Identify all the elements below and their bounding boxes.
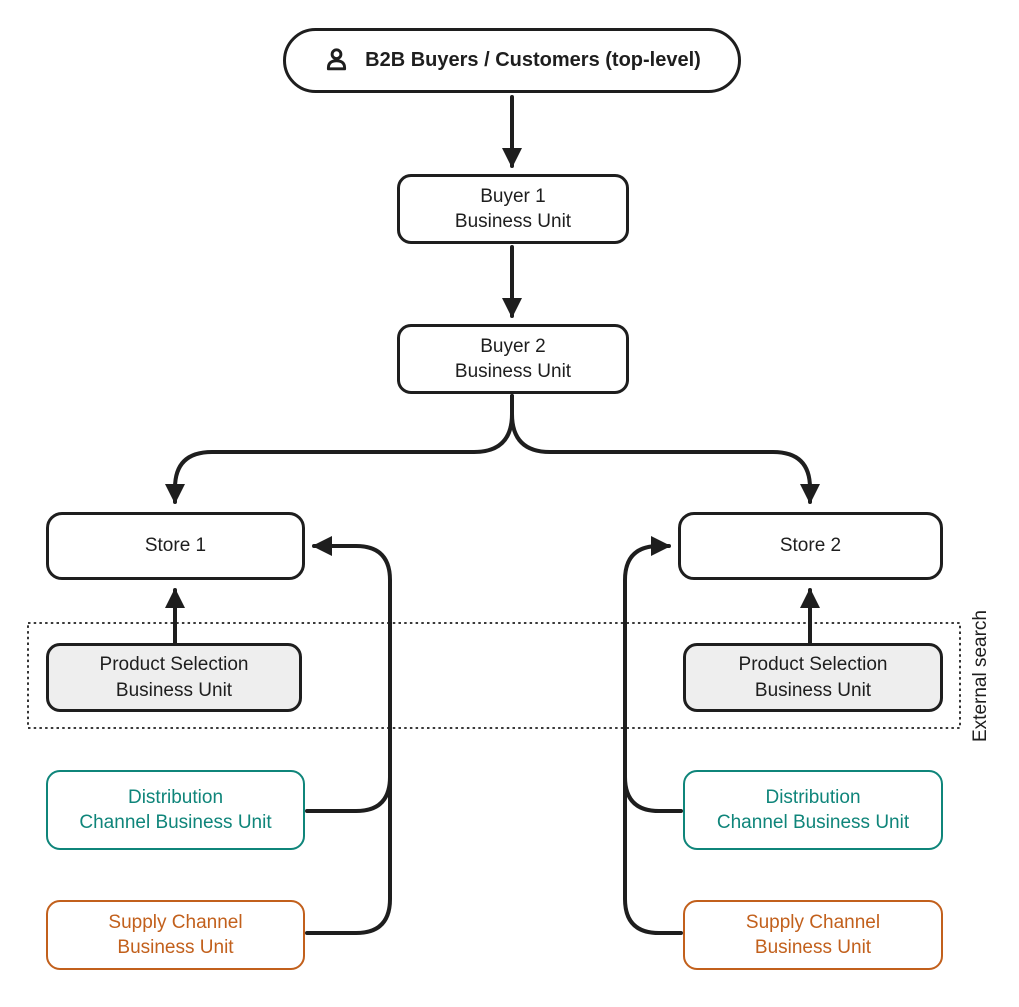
node-label: Store 2: [779, 535, 842, 557]
node-distribution-channel-2: Distribution Channel Business Unit: [683, 770, 943, 850]
edge-distribution-1-to-store1: [305, 775, 392, 813]
node-distribution-channel-1: Distribution Channel Business Unit: [46, 770, 305, 850]
node-label: Distribution Channel Business Unit: [716, 786, 910, 833]
edge-buyer2-to-store1: [165, 394, 514, 504]
edge-distribution-2-to-store2: [623, 775, 683, 813]
node-label: B2B Buyers / Customers (top-level): [365, 49, 701, 72]
edge-buyer2-to-store2: [510, 394, 820, 504]
node-label: Supply Channel Business Unit: [108, 911, 243, 958]
node-buyer1-business-unit: Buyer 1 Business Unit: [397, 174, 629, 244]
node-label: Buyer 1 Business Unit: [454, 185, 572, 232]
node-buyer2-business-unit: Buyer 2 Business Unit: [397, 324, 629, 394]
external-search-label: External search: [970, 609, 991, 743]
node-label: Distribution Channel Business Unit: [79, 786, 272, 833]
node-product-selection-1: Product Selection Business Unit: [46, 643, 302, 712]
node-supply-channel-1: Supply Channel Business Unit: [46, 900, 305, 970]
node-product-selection-2: Product Selection Business Unit: [683, 643, 943, 712]
node-store2: Store 2: [678, 512, 943, 580]
node-supply-channel-2: Supply Channel Business Unit: [683, 900, 943, 970]
person-icon: [323, 47, 350, 74]
node-label: Supply Channel Business Unit: [745, 911, 881, 958]
node-b2b-buyers-root: B2B Buyers / Customers (top-level): [283, 28, 741, 93]
node-store1: Store 1: [46, 512, 305, 580]
node-label: Buyer 2 Business Unit: [454, 335, 572, 382]
edge-supply-2-to-store2: [623, 536, 683, 935]
node-label: Store 1: [144, 535, 207, 557]
edge-supply-1-to-store1: [305, 536, 392, 935]
node-label: Product Selection Business Unit: [738, 654, 888, 701]
node-label: Product Selection Business Unit: [99, 654, 249, 701]
